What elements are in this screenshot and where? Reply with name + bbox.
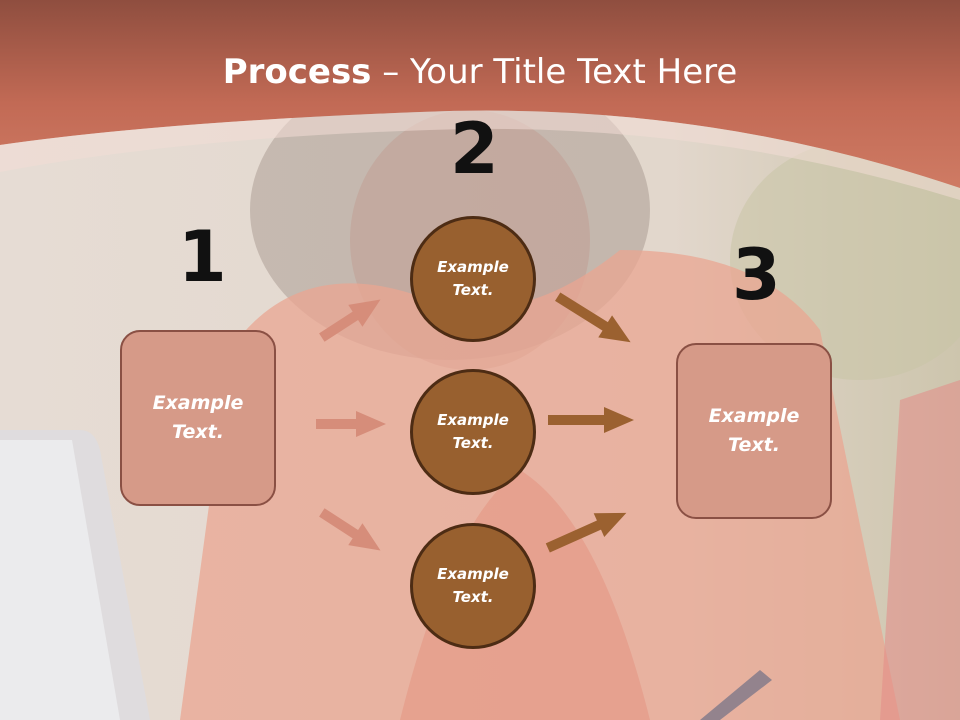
slide-title: Process – Your Title Text Here <box>0 52 960 92</box>
step-3-text-line1: Example <box>708 405 800 427</box>
title-bold: Process <box>222 52 372 92</box>
arrow-left-middle <box>316 411 386 437</box>
arrow-left-up <box>319 299 381 342</box>
step-2-number: 2 <box>450 108 499 190</box>
step-3-text: Example Text. <box>694 402 814 460</box>
step-1-number: 1 <box>178 216 227 298</box>
circle-bottom-line1: Example <box>437 565 509 583</box>
step-2-circle-top: Example Text. <box>410 216 536 342</box>
step-1-box: Example Text. <box>120 330 276 506</box>
step-1-text: Example Text. <box>138 389 258 447</box>
circle-middle-line2: Text. <box>452 434 494 452</box>
step-1-text-line2: Text. <box>172 421 224 443</box>
step-3-box: Example Text. <box>676 343 832 519</box>
step-3-number: 3 <box>732 234 781 316</box>
arrow-right-down <box>555 292 631 343</box>
circle-top-line1: Example <box>437 258 509 276</box>
circle-top-text: Example Text. <box>428 256 518 302</box>
arrow-left-down <box>319 508 381 551</box>
step-2-circle-bottom: Example Text. <box>410 523 536 649</box>
circle-top-line2: Text. <box>452 281 494 299</box>
circle-bottom-line2: Text. <box>452 588 494 606</box>
circle-bottom-text: Example Text. <box>428 563 518 609</box>
circle-middle-text: Example Text. <box>428 409 518 455</box>
step-2-circle-middle: Example Text. <box>410 369 536 495</box>
step-3-text-line2: Text. <box>728 434 780 456</box>
step-1-text-line1: Example <box>152 392 244 414</box>
title-rest: – Your Title Text Here <box>371 52 738 92</box>
arrow-right-up <box>545 512 627 553</box>
arrow-right-middle <box>548 407 634 433</box>
circle-middle-line1: Example <box>437 411 509 429</box>
